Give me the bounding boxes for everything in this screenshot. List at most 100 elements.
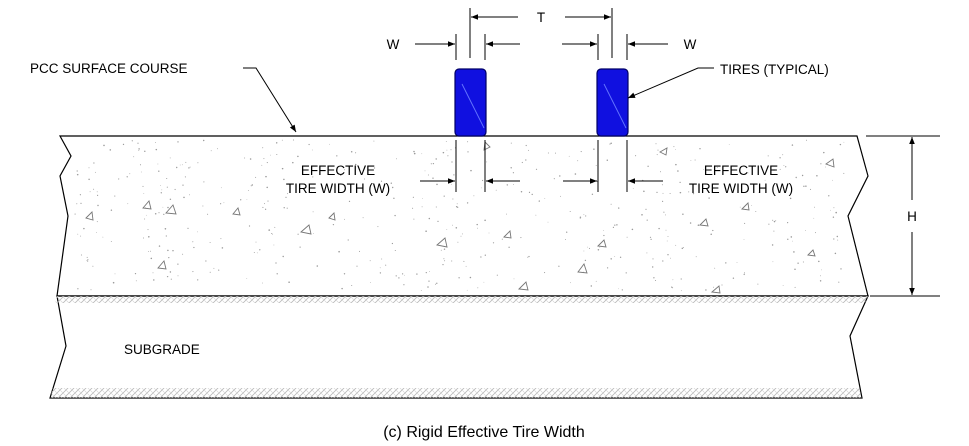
aggregate-speck <box>421 153 423 155</box>
aggregate-speck <box>435 283 437 285</box>
aggregate-speck <box>336 155 338 157</box>
aggregate-speck <box>833 238 835 240</box>
aggregate-speck <box>775 220 777 222</box>
aggregate-speck <box>682 213 684 215</box>
aggregate-speck <box>452 198 454 200</box>
aggregate-speck <box>544 198 546 199</box>
aggregate-speck <box>268 229 271 231</box>
aggregate-speck <box>329 143 330 145</box>
aggregate-speck <box>292 139 295 141</box>
aggregate-speck <box>473 195 475 197</box>
aggregate-speck <box>139 164 142 166</box>
aggregate-speck <box>246 278 248 279</box>
aggregate-speck <box>181 164 183 166</box>
aggregate-speck <box>86 256 88 258</box>
aggregate-speck <box>114 195 116 197</box>
aggregate-speck <box>266 186 268 189</box>
aggregate-speck <box>840 268 842 270</box>
aggregate-speck <box>713 286 714 288</box>
aggregate-speck <box>288 281 290 283</box>
aggregate-speck <box>94 171 96 173</box>
aggregate-speck <box>661 184 663 186</box>
aggregate-speck <box>83 227 85 230</box>
aggregate-speck <box>86 259 88 261</box>
aggregate-speck <box>311 149 313 151</box>
aggregate-speck <box>165 235 167 237</box>
aggregate-speck <box>783 165 785 166</box>
aggregate-speck <box>508 246 510 248</box>
aggregate-speck <box>192 271 194 273</box>
figure-caption: (c) Rigid Effective Tire Width <box>383 424 585 441</box>
aggregate-speck <box>205 260 207 262</box>
dim-w-right-label: W <box>684 37 697 52</box>
aggregate-speck <box>767 155 769 157</box>
aggregate-speck <box>310 191 312 193</box>
aggregate-speck <box>603 230 605 231</box>
aggregate-speck <box>112 281 115 284</box>
aggregate-speck <box>747 172 749 174</box>
aggregate-speck <box>188 167 190 169</box>
aggregate-speck <box>839 143 842 146</box>
aggregate-speck <box>150 257 153 260</box>
aggregate-speck <box>525 144 527 147</box>
aggregate-speck <box>646 219 648 221</box>
aggregate-speck <box>166 186 168 188</box>
aggregate-speck <box>249 158 252 160</box>
aggregate-speck <box>221 247 224 249</box>
aggregate-speck <box>425 230 427 232</box>
aggregate-speck <box>297 233 299 235</box>
aggregate-speck <box>177 275 179 277</box>
aggregate-speck <box>610 142 612 144</box>
aggregate-speck <box>158 212 160 214</box>
aggregate-speck <box>197 279 199 281</box>
aggregate-speck <box>618 207 620 209</box>
aggregate-speck <box>790 236 793 238</box>
aggregate-speck <box>580 151 582 153</box>
aggregate-speck <box>560 195 561 197</box>
aggregate-speck <box>469 276 472 279</box>
aggregate-speck <box>547 152 549 154</box>
aggregate-speck <box>802 261 804 263</box>
aggregate-speck <box>96 191 98 193</box>
aggregate-speck <box>779 168 781 170</box>
aggregate-speck <box>348 200 351 203</box>
aggregate-speck <box>350 150 353 153</box>
aggregate-speck <box>612 226 615 229</box>
subgrade-label: SUBGRADE <box>124 342 200 357</box>
aggregate-speck <box>667 254 669 256</box>
aggregate-speck <box>261 164 263 166</box>
aggregate-speck <box>606 267 609 269</box>
aggregate-speck <box>528 255 530 258</box>
aggregate-speck <box>457 241 459 243</box>
aggregate-speck <box>281 139 283 141</box>
aggregate-speck <box>805 230 807 231</box>
aggregate-speck <box>773 220 776 223</box>
aggregate-speck <box>176 166 178 169</box>
aggregate-speck <box>184 176 186 178</box>
aggregate-speck <box>358 250 361 252</box>
aggregate-speck <box>267 200 269 202</box>
aggregate-speck <box>818 260 820 263</box>
aggregate-speck <box>425 271 427 274</box>
aggregate-speck <box>430 163 432 165</box>
aggregate-speck <box>793 251 795 253</box>
aggregate-speck <box>142 185 144 187</box>
aggregate-speck <box>787 222 789 224</box>
aggregate-speck <box>442 263 444 266</box>
aggregate-speck <box>437 220 439 223</box>
aggregate-speck <box>76 173 79 176</box>
aggregate-speck <box>510 167 512 169</box>
aggregate-speck <box>797 262 799 264</box>
aggregate-speck <box>444 260 446 262</box>
aggregate-speck <box>625 272 627 274</box>
aggregate-speck <box>202 139 205 142</box>
aggregate-speck <box>138 148 140 150</box>
aggregate-speck <box>528 191 531 194</box>
aggregate-speck <box>445 140 447 142</box>
aggregate-speck <box>587 246 589 248</box>
aggregate-speck <box>412 196 414 198</box>
aggregate-speck <box>595 165 597 167</box>
aggregate-speck <box>755 211 757 212</box>
aggregate-speck <box>671 286 673 288</box>
aggregate-speck <box>566 231 568 233</box>
